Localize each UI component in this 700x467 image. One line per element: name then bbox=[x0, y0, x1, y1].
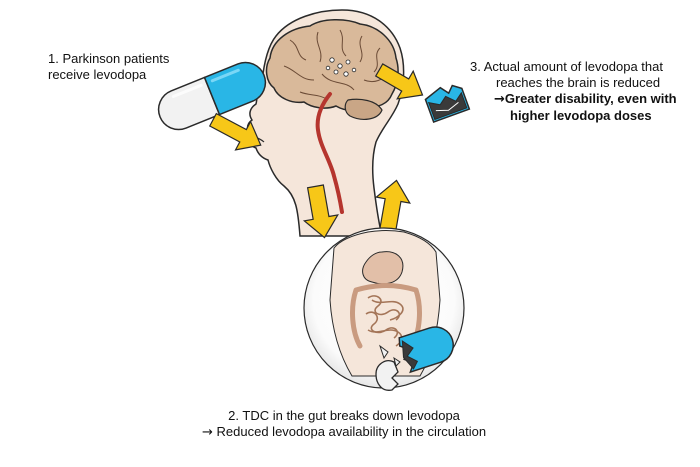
step-3-line-3-text: Greater disability, even with bbox=[504, 91, 677, 106]
head-illustration bbox=[246, 9, 405, 237]
arrow-glyph: → bbox=[202, 425, 213, 440]
brain bbox=[265, 19, 399, 112]
step-3-line-4: higher levodopa doses bbox=[510, 108, 652, 123]
arrow-capsule-to-mouth bbox=[208, 112, 262, 151]
step-2-line-2: Reduced levodopa availability in the cir… bbox=[216, 424, 487, 439]
step-3-line-3: →Greater disability, even with bbox=[470, 91, 677, 108]
step-2-line-1: 2. TDC in the gut breaks down levodopa bbox=[228, 408, 460, 423]
step-3-label: 3. Actual amount of levodopa that reache… bbox=[470, 59, 677, 124]
arrow-brain-to-capsule bbox=[374, 63, 424, 100]
broken-capsule-fragment bbox=[375, 344, 401, 391]
arrow-glyph: → bbox=[494, 92, 505, 107]
step-2-label: 2. TDC in the gut breaks down levodopa →… bbox=[202, 408, 486, 441]
brain-dots bbox=[325, 57, 357, 77]
broken-capsule-gut bbox=[398, 326, 454, 374]
broken-capsule-right bbox=[424, 84, 471, 124]
step-1-label: 1. Parkinson patients receive levodopa bbox=[48, 51, 169, 83]
levodopa-capsule-left bbox=[157, 61, 267, 131]
stomach bbox=[362, 251, 404, 285]
step-1-line-1: 1. Parkinson patients bbox=[48, 51, 170, 66]
blood-vessel bbox=[315, 92, 344, 214]
arrow-head-to-gut bbox=[302, 184, 339, 239]
step-1-line-2: receive levodopa bbox=[48, 67, 147, 82]
cerebellum bbox=[344, 98, 383, 120]
step-2-line-2-wrap: → Reduced levodopa availability in the c… bbox=[202, 424, 486, 441]
step-3-line-1: 3. Actual amount of levodopa that bbox=[470, 59, 663, 74]
arrow-gut-to-head bbox=[374, 179, 411, 234]
step-3-line-2: reaches the brain is reduced bbox=[496, 75, 661, 90]
brain-folds bbox=[283, 29, 389, 101]
